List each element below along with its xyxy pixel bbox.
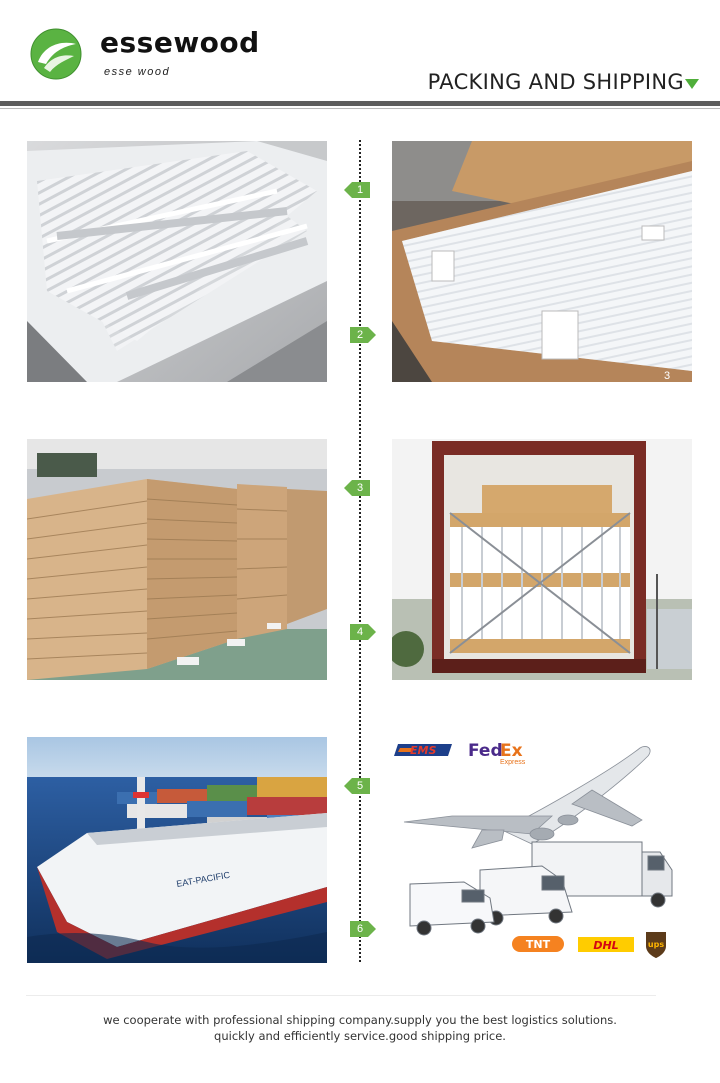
svg-text:Fed: Fed bbox=[468, 741, 503, 761]
svg-text:TNT: TNT bbox=[526, 938, 551, 951]
photo-corner-number: 3 bbox=[664, 370, 670, 382]
page-title: PACKING AND SHIPPING bbox=[427, 70, 684, 94]
leaf-logo-icon bbox=[30, 28, 82, 80]
tnt-logo: TNT bbox=[512, 936, 564, 952]
footer-line-1: we cooperate with professional shipping … bbox=[103, 1013, 617, 1027]
svg-text:DHL: DHL bbox=[593, 939, 618, 952]
ups-logo: ups bbox=[646, 932, 666, 958]
step-number: 5 bbox=[356, 780, 364, 792]
dhl-logo: DHL bbox=[578, 937, 634, 952]
svg-text:Express: Express bbox=[500, 759, 526, 766]
photo-loaded-container bbox=[392, 439, 692, 680]
step-number: 2 bbox=[356, 329, 364, 341]
step-number: 6 bbox=[356, 923, 364, 935]
photo-packed-shutters: 3 bbox=[392, 141, 692, 382]
photo-container-ship: EAT-PACIFIC bbox=[27, 737, 327, 963]
footer-line-2: quickly and efficiently service.good shi… bbox=[214, 1029, 506, 1043]
brand-subtitle: esse wood bbox=[104, 66, 171, 78]
step-marker-4: 4 bbox=[350, 624, 376, 640]
ems-logo: EMS bbox=[394, 744, 452, 757]
photo-courier-transport: EMS Fed Ex Express bbox=[392, 730, 692, 963]
step-number: 4 bbox=[356, 626, 364, 638]
header-divider bbox=[0, 101, 720, 106]
step-number: 1 bbox=[356, 184, 364, 196]
step-marker-3: 3 bbox=[344, 480, 370, 496]
triangle-down-icon bbox=[685, 79, 699, 89]
footer-divider bbox=[26, 995, 656, 996]
photo-shutter-panels bbox=[27, 141, 327, 382]
svg-text:ups: ups bbox=[648, 940, 664, 949]
brand-name: essewood bbox=[100, 26, 260, 59]
step-marker-2: 2 bbox=[350, 327, 376, 343]
svg-text:Ex: Ex bbox=[500, 741, 523, 761]
timeline-line bbox=[359, 140, 361, 962]
fedex-logo: Fed Ex Express bbox=[468, 741, 526, 766]
svg-text:EMS: EMS bbox=[410, 744, 436, 757]
step-marker-6: 6 bbox=[350, 921, 376, 937]
step-marker-5: 5 bbox=[344, 778, 370, 794]
header-divider-thin bbox=[0, 108, 720, 109]
step-marker-1: 1 bbox=[344, 182, 370, 198]
step-number: 3 bbox=[356, 482, 364, 494]
photo-stacked-cartons bbox=[27, 439, 327, 680]
